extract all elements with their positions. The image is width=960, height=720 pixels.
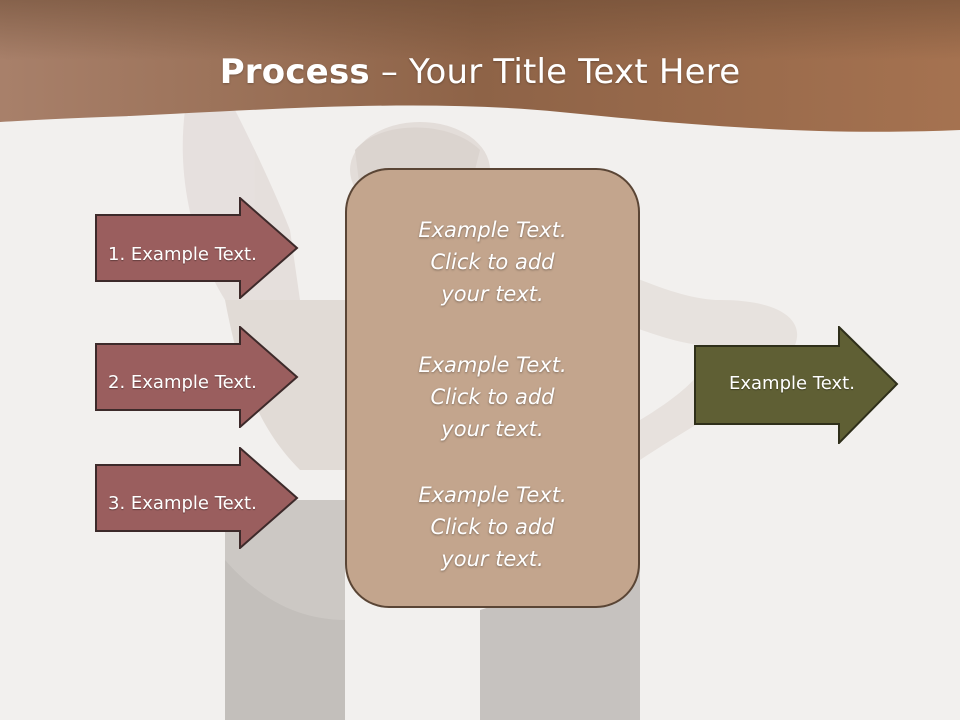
center-content-box: Example Text. Click to add your text. Ex…: [345, 168, 640, 608]
center-line: Click to add: [430, 250, 555, 274]
right-arrow-label: Example Text.: [729, 373, 855, 394]
left-arrow-2: [95, 326, 299, 428]
center-line: Example Text.: [418, 218, 567, 242]
left-arrow-label-2: 2. Example Text.: [108, 372, 257, 393]
center-line: Example Text.: [418, 483, 567, 507]
title-rest: – Your Title Text Here: [369, 52, 741, 92]
center-line: your text.: [441, 282, 544, 306]
center-line: Click to add: [430, 515, 555, 539]
center-text-block-1: Example Text. Click to add your text.: [347, 214, 638, 310]
center-text-block-2: Example Text. Click to add your text.: [347, 349, 638, 445]
left-arrow-label-3: 3. Example Text.: [108, 493, 257, 514]
slide-title: Process – Your Title Text Here: [0, 52, 960, 92]
center-line: Example Text.: [418, 353, 567, 377]
center-line: your text.: [441, 547, 544, 571]
center-line: your text.: [441, 417, 544, 441]
right-arrow: [694, 326, 899, 444]
left-arrow-label-1: 1. Example Text.: [108, 244, 257, 265]
left-arrow-1: [95, 197, 299, 299]
center-text-block-3: Example Text. Click to add your text.: [347, 479, 638, 575]
title-bold: Process: [219, 52, 370, 92]
center-line: Click to add: [430, 385, 555, 409]
left-arrow-3: [95, 447, 299, 549]
